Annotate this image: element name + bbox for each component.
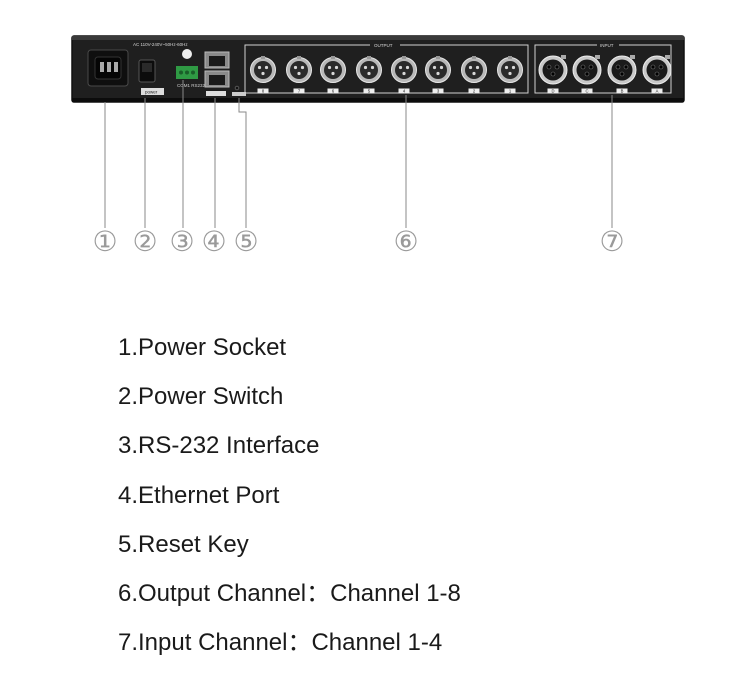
callout-lines	[104, 80, 613, 228]
ethernet-port	[204, 51, 230, 96]
output-channel-tag-bg	[432, 88, 444, 94]
callout-7: ⑦	[599, 225, 624, 258]
input-channel-tag-bg	[547, 88, 559, 94]
input-channel-tag: D	[551, 89, 554, 94]
legend-item-ethernet: 4.Ethernet Port	[118, 481, 280, 509]
input-channel-tag: A	[656, 89, 659, 94]
input-label-bg	[597, 42, 619, 48]
output-label-bg	[370, 42, 400, 48]
rs232-terminal	[176, 49, 198, 79]
legend-list: 1.Power Socket 2.Power Switch 3.RS-232 I…	[118, 331, 461, 675]
input-channel-tag-bg	[651, 88, 663, 94]
output-channel-tag: 8	[262, 89, 265, 94]
output-channel-tag: 1	[509, 89, 512, 94]
output-xlr-connector-6: 3	[425, 56, 451, 94]
output-channel-tag: 2	[473, 89, 476, 94]
legend-item-power-socket: 1.Power Socket	[118, 334, 287, 361]
callout-line-5	[238, 98, 247, 228]
callout-2: ②	[132, 225, 157, 258]
input-xlr-connector-2: C	[572, 55, 602, 94]
power-switch-label: power	[145, 90, 158, 95]
input-channel-tag-bg	[616, 88, 628, 94]
output-xlr-connector-7: 2	[461, 56, 487, 94]
output-xlr-connector-2: 7	[286, 56, 312, 94]
output-channel-tag: 3	[437, 89, 440, 94]
output-label: OUTPUT	[374, 43, 393, 48]
output-xlr-connector-8: 1	[497, 56, 523, 94]
rear-panel-diagram: AC 110V-240V~50Hz-60Hz power COM1 RS232 …	[71, 35, 685, 258]
legend-item-reset-key: 5.Reset Key	[118, 530, 249, 558]
output-channel-tag: 7	[298, 89, 301, 94]
input-channel-tag: B	[621, 89, 624, 94]
power-socket	[87, 49, 129, 87]
output-channel-tag-bg	[468, 88, 480, 94]
output-connectors: 8 7 6 5 4 3 2 1	[250, 56, 523, 94]
callout-5: ⑤	[233, 225, 258, 258]
rs232-label: COM1 RS232	[177, 83, 206, 88]
output-channel-tag-bg	[327, 88, 339, 94]
chassis-highlight	[72, 36, 684, 40]
input-channel-tag-bg	[581, 88, 593, 94]
chassis-bottom-edge	[72, 98, 684, 102]
power-switch	[138, 59, 164, 95]
output-channel-tag: 4	[403, 89, 406, 94]
output-xlr-connector-5: 4	[391, 56, 417, 94]
output-xlr-connector-4: 5	[356, 56, 382, 94]
callout-4: ④	[201, 225, 226, 258]
input-channel-tag: C	[585, 89, 588, 94]
callout-6: ⑥	[393, 225, 418, 258]
callout-1: ①	[92, 225, 117, 258]
legend-item-rs232: 3.RS-232 Interface	[118, 432, 320, 460]
power-rating-label: AC 110V-240V~50Hz-60Hz	[133, 42, 188, 47]
output-channel-tag-bg	[363, 88, 375, 94]
callout-markers: ① ② ③ ④ ⑤ ⑥ ⑦	[92, 225, 624, 258]
input-label: INPUT	[600, 43, 614, 48]
legend-item-input-channel: 7.Input Channel：Channel 1-4	[118, 629, 443, 657]
legend-item-output-channel: 6.Output Channel：Channel 1-8	[118, 579, 461, 607]
callout-3: ③	[169, 225, 194, 258]
reset-key	[232, 85, 246, 96]
legend-item-power-switch: 2.Power Switch	[118, 383, 284, 411]
output-channel-tag-bg	[293, 88, 305, 94]
output-xlr-connector-1: 8	[250, 56, 276, 94]
output-xlr-connector-3: 6	[320, 56, 346, 94]
input-xlr-connector-1: D	[538, 55, 568, 94]
input-xlr-connector-3: B	[607, 55, 637, 94]
output-channel-tag: 5	[368, 89, 371, 94]
output-channel-tag-bg	[257, 88, 269, 94]
output-channel-tag: 6	[332, 89, 335, 94]
output-channel-tag-bg	[398, 88, 410, 94]
output-channel-tag-bg	[504, 88, 516, 94]
input-xlr-connector-4: A	[642, 55, 672, 94]
